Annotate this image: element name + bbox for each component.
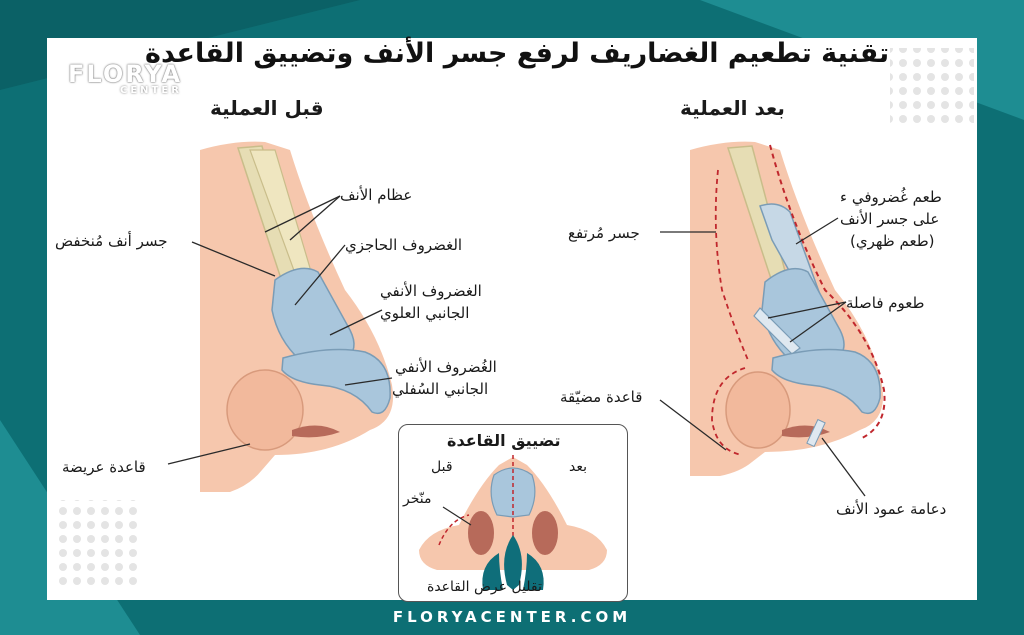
inset-logo-mark	[482, 535, 544, 590]
leader-spreader-2	[789, 301, 847, 343]
label-upper-lateral-1: الغضروف الأنفي	[380, 282, 482, 300]
after-heading: بعد العملية	[680, 96, 785, 120]
inset-reduction-label: تقليل عرض القاعدة	[427, 579, 542, 595]
label-dorsal-graft-2: على جسر الأنف	[840, 210, 940, 228]
after-lower-lateral-cartilage	[771, 348, 881, 415]
after-columellar-strut	[806, 418, 826, 448]
before-nasal-bone-2	[249, 149, 311, 277]
inset-nostril-left	[468, 511, 494, 555]
inset-nostril-label: منّخر	[403, 491, 432, 507]
before-nostril	[292, 425, 340, 438]
brand-logo: FLORYA	[68, 60, 183, 88]
before-leader-lines	[167, 195, 393, 465]
after-leader-lines	[659, 217, 866, 497]
dot-grid-top-right	[890, 48, 974, 128]
label-nasal-bones: عظام الأنف	[340, 186, 413, 204]
leader-depressed-bridge	[191, 241, 276, 277]
label-lower-lateral-1: الغُضروف الأنفي	[395, 358, 497, 376]
after-new-profile-line	[769, 144, 886, 439]
label-lower-lateral-2: الجانبي السُفلي	[392, 380, 489, 398]
label-raised-bridge: جسر مُرتفع	[568, 224, 640, 242]
brand-logo-sub: CENTER	[120, 85, 182, 96]
before-nose-illustration	[200, 141, 394, 492]
leader-narrowed-base	[659, 399, 727, 451]
after-base-line	[711, 367, 746, 456]
label-spreader-grafts: طعوم فاصلة	[846, 294, 925, 312]
inset-before-outline	[438, 514, 470, 546]
label-upper-lateral-2: الجانبي العلوي	[380, 304, 470, 322]
leader-wide-base	[167, 443, 251, 465]
inset-after-label: بعد	[569, 459, 587, 475]
leader-dorsal-graft	[795, 217, 839, 245]
dot-grid-bottom-left	[55, 500, 139, 590]
label-narrowed-base: قاعدة مضيّقة	[560, 388, 643, 406]
before-lower-lateral-cartilage	[281, 348, 391, 415]
leader-septal	[294, 244, 346, 306]
after-nose-illustration	[690, 141, 886, 476]
leader-nasal-bones-1	[264, 195, 341, 233]
leader-nasal-bones-2	[289, 195, 341, 241]
page-title: تقنية تطعيم الغضاريف لرفع جسر الأنف وتضي…	[145, 38, 890, 69]
inset-before-label: قبل	[431, 459, 453, 475]
inset-base-narrowing: تضييق القاعدة قبل بعد منّخر تقليل عرض ال…	[398, 424, 628, 602]
label-dorsal-graft-3: (طعم ظهري)	[850, 232, 935, 250]
leader-columellar-strut	[821, 437, 866, 497]
before-ala	[226, 369, 304, 451]
leader-spreader-1	[767, 301, 847, 319]
after-bridge-line	[714, 169, 749, 361]
leader-lower-lateral	[344, 377, 393, 386]
leader-upper-lateral	[329, 309, 383, 336]
label-columellar-strut: دعامة عمود الأنف	[836, 500, 947, 518]
label-septal-cartilage: الغضروف الحاجزي	[345, 236, 463, 254]
label-dorsal-graft-1: طعم غُضروفي ء	[840, 188, 942, 206]
label-wide-base: قاعدة عريضة	[62, 458, 146, 476]
leader-nostril	[442, 506, 472, 526]
before-heading: قبل العملية	[210, 96, 324, 120]
footer-website: FLORYACENTER.COM	[392, 608, 632, 626]
inset-illustration	[419, 455, 607, 590]
inset-title: تضييق القاعدة	[447, 431, 561, 450]
before-upper-lateral-cartilage	[271, 267, 355, 361]
after-ala	[725, 371, 791, 449]
label-depressed-bridge: جسر أنف مُنخفض	[55, 232, 168, 250]
inset-nostril-right	[532, 511, 558, 555]
